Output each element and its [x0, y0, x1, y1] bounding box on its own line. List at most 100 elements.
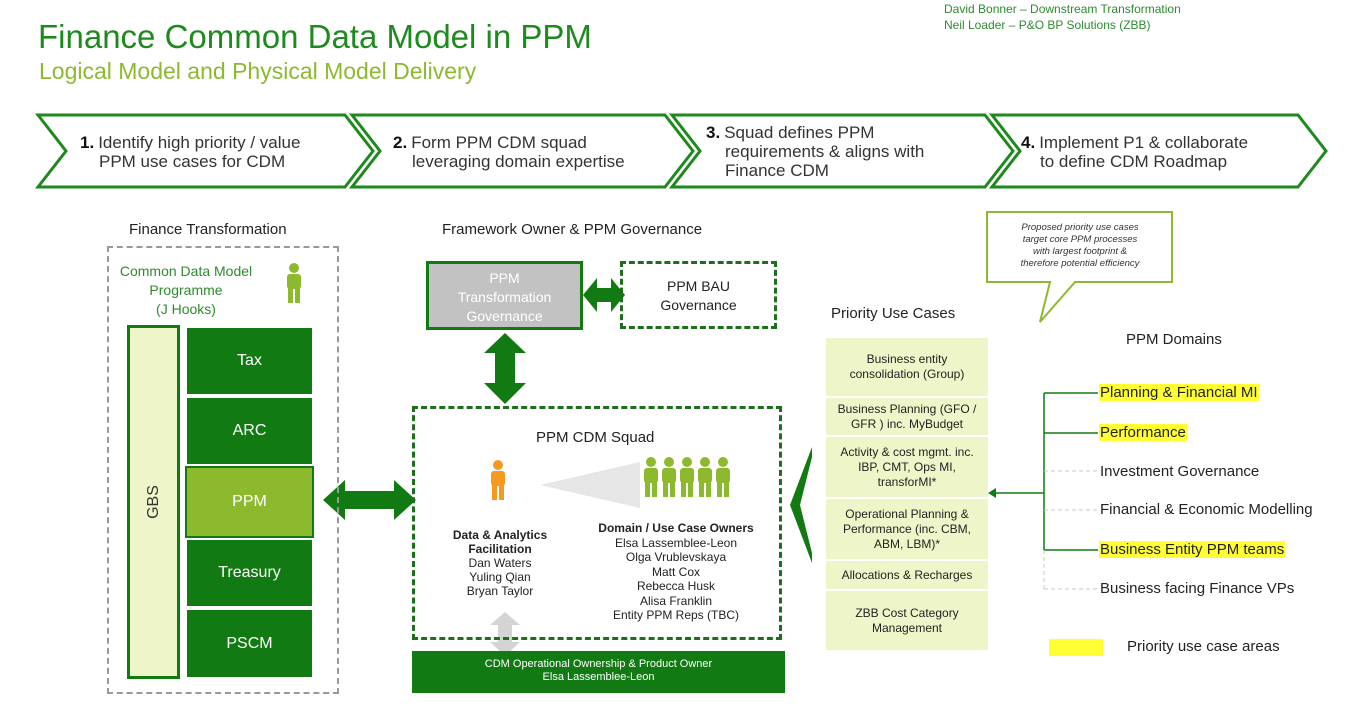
step-1-line-2: PPM use cases for CDM [99, 152, 286, 171]
callout-text: Proposed priority use cases target core … [990, 222, 1170, 270]
finance-squad-arrow [323, 480, 416, 520]
priority-item-6-line-1: ZBB Cost Category [855, 605, 959, 620]
priority-item-4-line-3: ABM, LBM)* [873, 536, 940, 551]
finance-container [107, 246, 339, 694]
owner-name-6: Entity PPM Reps (TBC) [612, 608, 740, 622]
step-1: 1.Identify high priority / value PPM use… [80, 133, 300, 171]
priority-item-2-line-2: GFR ) inc. MyBudget [850, 416, 963, 431]
step-chevron-1 [34, 113, 375, 189]
owners-group-icon [644, 457, 730, 497]
squad-container [412, 406, 782, 640]
governance-header: Framework Owner & PPM Governance [442, 221, 703, 238]
facilitation-name-3: Bryan Taylor [466, 584, 534, 598]
finance-box-arc: ARC [185, 396, 314, 466]
step-3-line-3: Finance CDM [725, 161, 829, 180]
step-3-line-1: Squad defines PPM [724, 123, 875, 142]
priority-item-1-line-1: Business entity [866, 352, 948, 366]
bau-governance-line-1: PPM BAU [666, 278, 730, 294]
step-3: 3.Squad defines PPM requirements & align… [706, 123, 924, 180]
priority-item-5-line-1: Allocations & Recharges [841, 567, 973, 582]
step-chevron-4 [988, 113, 1328, 189]
owner-name-3: Matt Cox [651, 564, 700, 579]
domain-planning-financial-mi: Planning & Financial MI [1099, 384, 1259, 401]
owners-block: Domain / Use Case Owners Elsa Lassemblee… [586, 521, 766, 623]
authors: David Bonner – Downstream Transformation… [944, 1, 1181, 33]
programme-line-3: (J Hooks) [156, 301, 216, 317]
domain-tree-dashed [1043, 470, 1098, 590]
facilitation-name-2: Yuling Qian [469, 570, 531, 584]
step-4: 4.Implement P1 & collaborate to define C… [1021, 133, 1248, 171]
author-2: Neil Loader – P&O BP Solutions (ZBB) [944, 18, 1151, 32]
priority-item-3-line-2: IBP, CMT, Ops MI, [858, 459, 956, 474]
step-1-number: 1. [80, 133, 95, 152]
priority-chevron [790, 447, 812, 563]
callout-bubble [986, 211, 1173, 323]
priority-item-3-line-1: Activity & cost mgmt. inc. [840, 444, 974, 459]
programme-person-icon [287, 263, 301, 303]
priority-item-2: Business Planning (GFO /GFR ) inc. MyBud… [826, 398, 988, 435]
callout-line-4: therefore potential efficiency [1020, 258, 1140, 269]
governance-squad-arrow [484, 333, 526, 404]
gbs-label: GBS [144, 485, 162, 519]
facilitation-title-2: Facilitation [468, 542, 532, 556]
step-4-number: 4. [1021, 133, 1036, 152]
finance-box-pscm: PSCM [185, 608, 314, 679]
domains-header: PPM Domains [1126, 331, 1222, 348]
step-3-number: 3. [706, 123, 721, 142]
priority-item-4: Operational Planning &Performance (inc. … [826, 499, 988, 559]
callout-line-3: with largest footprint & [1033, 246, 1127, 257]
step-4-line-1: Implement P1 & collaborate [1039, 133, 1249, 152]
owner-name-5: Alisa Franklin [639, 593, 713, 608]
priority-item-5: Allocations & Recharges [826, 561, 988, 589]
priority-item-4-line-2: Performance (inc. CBM, [842, 521, 972, 536]
gbs-bar: GBS [127, 325, 180, 679]
owner-name-1: Elsa Lassemblee-Leon [614, 535, 738, 550]
priority-item-2-line-1: Business Planning (GFO / [837, 401, 977, 416]
facilitator-person-icon [491, 460, 505, 500]
priority-item-3-line-3: transforMI* [877, 474, 937, 489]
bau-governance-box: PPM BAU Governance [620, 261, 777, 329]
priority-item-4-line-1: Operational Planning & [845, 506, 969, 521]
ownership-line-1: CDM Operational Ownership & Product Owne… [484, 658, 713, 670]
step-2-line-2: leveraging domain expertise [412, 152, 625, 171]
governance-link-arrow [583, 278, 625, 312]
author-1: David Bonner – Downstream Transformation [944, 2, 1181, 16]
facilitation-block: Data & Analytics Facilitation Dan Waters… [440, 528, 560, 598]
callout-line-1: Proposed priority use cases [1021, 222, 1139, 233]
domain-investment-governance: Investment Governance [1100, 463, 1260, 480]
step-2-line-1: Form PPM CDM squad [411, 133, 587, 152]
programme-line-1: Common Data Model [119, 263, 253, 279]
page-subtitle: Logical Model and Physical Model Deliver… [39, 58, 477, 84]
domain-performance: Performance [1099, 424, 1187, 441]
transformation-governance-line-1: PPM [489, 270, 520, 286]
ownership-arrow [490, 612, 520, 656]
callout-line-2: target core PPM processes [1022, 234, 1138, 245]
transformation-governance-box: PPM Transformation Governance [426, 261, 583, 330]
programme-label: Common Data Model Programme (J Hooks) [113, 262, 259, 319]
domain-business-entity-ppm-teams: Business Entity PPM teams [1099, 541, 1286, 558]
owner-name-4: Rebecca Husk [636, 579, 716, 593]
bau-governance-line-2: Governance [660, 297, 737, 313]
legend-swatch [1049, 639, 1103, 656]
page-title: Finance Common Data Model in PPM [38, 18, 592, 55]
facilitation-funnel [540, 462, 640, 508]
priority-header: Priority Use Cases [831, 305, 956, 322]
squad-title: PPM CDM Squad [536, 429, 655, 446]
priority-item-6-line-2: Management [871, 620, 943, 635]
ownership-line-2: Elsa Lassemblee-Leon [542, 671, 655, 683]
transformation-governance-line-2: Transformation [457, 289, 552, 305]
finance-box-treasury: Treasury [185, 538, 314, 608]
step-4-line-2: to define CDM Roadmap [1040, 152, 1228, 171]
domain-arrowhead [988, 488, 996, 498]
finance-box-tax: Tax [185, 326, 314, 396]
transformation-governance-line-3: Governance [466, 308, 543, 324]
step-chevron-3 [668, 113, 1015, 189]
finance-header: Finance Transformation [129, 221, 287, 238]
priority-item-1-line-2: consolidation (Group) [849, 367, 965, 381]
owners-title: Domain / Use Case Owners [598, 521, 754, 535]
domain-financial-economic-modelling: Financial & Economic Modelling [1100, 501, 1313, 518]
ownership-box: CDM Operational Ownership & Product Owne… [412, 651, 785, 693]
